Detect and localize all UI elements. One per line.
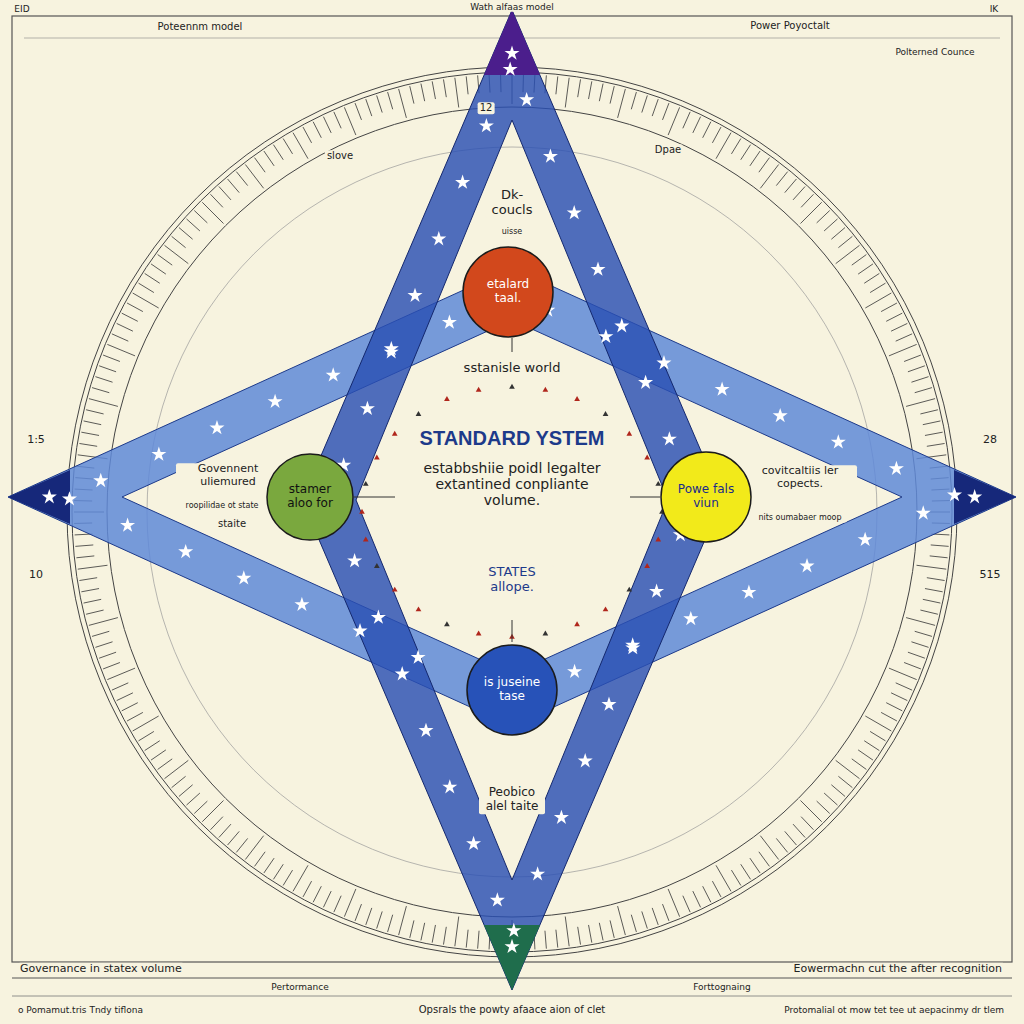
circle-node: etalard taal. [462, 246, 554, 338]
decor-marks [354, 338, 665, 642]
label-box: Forttognaing [691, 982, 752, 992]
label-text: Opsrals the powty afaace aion of clet [417, 1004, 608, 1016]
node-text: is juseine tase [482, 676, 542, 704]
label-text: Forttognaing [691, 982, 752, 992]
label-text: roopilidae ot state [184, 501, 261, 510]
label-box: Polterned Counce [893, 47, 976, 57]
label-text: Governance in statex volume [18, 963, 184, 976]
node-text: etalard taal. [478, 278, 538, 306]
label-box: covitcaltiis ler copects. [743, 465, 857, 490]
node-text: stamer aloo for [282, 483, 339, 511]
label-text: 28 [981, 434, 999, 447]
label-text: o Pomamut.tris Tndy tiflona [16, 1005, 145, 1015]
title-box: STANDARD YSTEM [417, 427, 608, 450]
label-text: Wath alfaas model [468, 2, 556, 12]
diagram-title: STANDARD YSTEM [417, 427, 608, 450]
label-box: uisse [500, 227, 525, 236]
circle-node: stamer aloo for [266, 453, 354, 541]
label-box: Governance in statex volume [18, 963, 184, 976]
label-box: IK [988, 4, 1001, 14]
label-box: nits oumabaer moop [753, 513, 847, 522]
label-box: STATES allope. [470, 565, 554, 595]
label-text: Dpae [653, 144, 683, 156]
label-text: estabbshiie poidl legalter extantined co… [410, 460, 614, 508]
label-box: EID [12, 4, 31, 14]
label-text: Pertormance [269, 982, 330, 992]
label-box: Govennent uliemured [176, 463, 280, 488]
label-text: 10 [27, 569, 45, 582]
label-box: 515 [978, 569, 1003, 582]
outer-frame [12, 16, 1012, 962]
label-text: 12 [478, 102, 495, 114]
label-text: sstanisle world [462, 361, 563, 376]
label-text: STATES allope. [470, 565, 554, 595]
label-text: Protomalial ot mow tet tee ut aepacinmy … [782, 1005, 1006, 1015]
label-text: Govennent uliemured [176, 463, 280, 488]
label-box: o Pomamut.tris Tndy tiflona [16, 1005, 145, 1015]
label-box: Opsrals the powty afaace aion of clet [417, 1004, 608, 1016]
label-text: Polterned Counce [893, 47, 976, 57]
circle-node: Powe fals viun [660, 451, 752, 543]
label-box: 12 [478, 102, 495, 114]
label-box: Dk- coucls [485, 188, 539, 218]
label-box: roopilidae ot state [184, 501, 261, 510]
label-box: 10 [27, 569, 45, 582]
label-text: 1:5 [25, 434, 47, 447]
label-text: staite [216, 518, 248, 530]
label-box: Eowermachn cut the after recognition [791, 963, 1004, 976]
circle-node: is juseine tase [466, 644, 558, 736]
label-text: 515 [978, 569, 1003, 582]
label-box: Poteennm model [156, 21, 245, 33]
label-text: IK [988, 4, 1001, 14]
tick-ring [67, 67, 957, 957]
label-text: uisse [500, 227, 525, 236]
label-box: Pertormance [269, 982, 330, 992]
label-box: Power Poyoctalt [748, 20, 832, 32]
label-box: slove [325, 150, 355, 162]
label-text: nits oumabaer moop [753, 513, 847, 522]
label-box: 1:5 [25, 434, 47, 447]
label-box: 28 [981, 434, 999, 447]
label-text: EID [12, 4, 31, 14]
label-box: sstanisle world [462, 361, 563, 376]
label-text: Peobico alel taite [479, 786, 545, 814]
label-text: Power Poyoctalt [748, 20, 832, 32]
label-box: Wath alfaas model [468, 2, 556, 12]
label-text: Poteennm model [156, 21, 245, 33]
label-text: Eowermachn cut the after recognition [791, 963, 1004, 976]
label-text: Dk- coucls [485, 188, 539, 218]
node-text: Powe fals viun [676, 483, 736, 511]
label-box: Protomalial ot mow tet tee ut aepacinmy … [782, 1005, 1006, 1015]
label-text: covitcaltiis ler copects. [743, 465, 857, 490]
label-box: Dpae [653, 144, 683, 156]
footer-rule [12, 996, 1012, 997]
label-box: Peobico alel taite [479, 786, 545, 814]
star-bands [8, 10, 1016, 990]
label-box: estabbshiie poidl legalter extantined co… [410, 460, 614, 508]
label-box: staite [216, 518, 248, 530]
label-text: slove [325, 150, 355, 162]
